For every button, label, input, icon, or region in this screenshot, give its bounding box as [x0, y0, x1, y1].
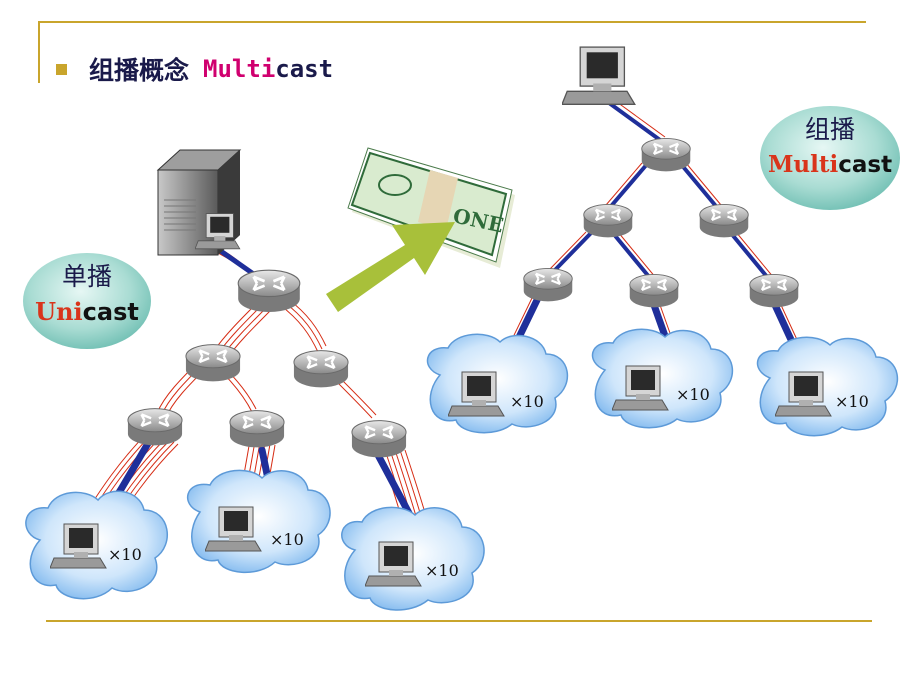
router-icon	[748, 273, 800, 309]
banknote-icon: ONE	[347, 147, 515, 268]
svg-text:Unicast: Unicast	[35, 297, 139, 326]
svg-text:Multicast: Multicast	[768, 151, 892, 178]
left-rule	[38, 21, 40, 83]
arrow-icon	[326, 222, 455, 312]
svg-text:×10: ×10	[108, 545, 142, 564]
router-icon	[628, 273, 680, 309]
router-icon	[582, 203, 634, 239]
router-icon	[350, 419, 408, 459]
router-icon	[236, 268, 302, 314]
cloud-icon: ×10	[756, 336, 899, 437]
title-highlight: Multi	[203, 55, 276, 83]
svg-text:单播: 单播	[62, 262, 112, 291]
router-icon	[522, 267, 574, 303]
server-icon	[156, 149, 242, 256]
svg-text:×10: ×10	[510, 392, 544, 411]
svg-text:组播: 组播	[805, 115, 855, 144]
title-rest: cast	[275, 55, 334, 83]
svg-text:×10: ×10	[425, 561, 459, 580]
svg-text:×10: ×10	[270, 530, 304, 549]
title-chinese: 组播概念	[89, 56, 190, 85]
router-icon	[126, 407, 184, 447]
svg-text:×10: ×10	[676, 385, 710, 404]
unicast-label: 单播 Unicast	[23, 253, 151, 349]
router-icon	[292, 349, 350, 389]
router-icon	[184, 343, 242, 383]
cloud-icon: ×10	[341, 506, 485, 611]
router-icon	[228, 409, 286, 449]
cloud-icon: ×10	[426, 333, 569, 434]
multicast-label: 组播 Multicast	[760, 106, 900, 210]
cloud-icon: ×10	[25, 490, 169, 600]
cloud-icon: ×10	[591, 328, 734, 429]
pc-icon	[562, 46, 636, 105]
router-icon	[640, 137, 692, 173]
router-icon	[698, 203, 750, 239]
bullet-icon	[56, 63, 67, 75]
bottom-rule	[46, 620, 872, 622]
cloud-icon: ×10	[186, 469, 331, 574]
top-rule	[38, 21, 866, 23]
svg-text:×10: ×10	[835, 392, 869, 411]
